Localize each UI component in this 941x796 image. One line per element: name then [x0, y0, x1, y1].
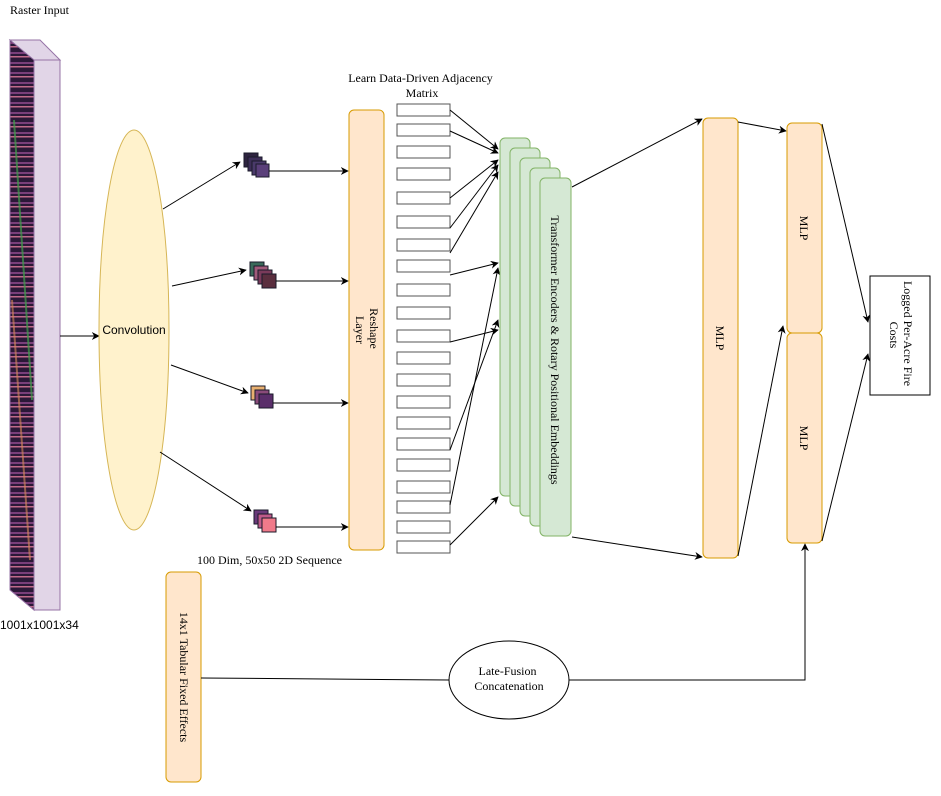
conv-to-fmap2-arrow [171, 267, 247, 287]
output-line1: Logged Per-Acre Fire [901, 281, 915, 386]
tabular-label: 14x1 Tabular Fixed Effects [177, 612, 191, 743]
sequence-token [396, 191, 451, 205]
mlp-main-label: MLP [713, 326, 727, 351]
tabular-box [165, 571, 202, 783]
transformer-to-mlp-top-arrow [571, 118, 703, 188]
sequence-token [396, 123, 451, 137]
feature-map-2 [249, 261, 277, 289]
sequence-token [396, 458, 451, 472]
convolution-ellipse [98, 129, 170, 531]
output-line2: Costs [887, 322, 901, 349]
mlp-main-to-mlp-bottom-arrow [737, 325, 786, 557]
fusion-line2: Concatenation [474, 679, 543, 693]
output-box [869, 275, 931, 396]
sequence-token [396, 238, 451, 252]
sequence-token [396, 480, 451, 494]
output-label: Logged Per-Acre Fire Costs [887, 281, 915, 389]
sequence-token [396, 167, 451, 181]
transformer-label: Transformer Encoders & Rotary Positional… [548, 215, 562, 485]
sequence-token [396, 283, 451, 297]
mlp-main-box [702, 117, 739, 559]
sequence-token [396, 329, 451, 343]
reshape-layer-label: Reshape Layer [353, 308, 381, 352]
transformer-to-mlp-bottom-arrow [571, 536, 703, 560]
adjacency-line2: Matrix [406, 86, 439, 100]
sequence-token [396, 500, 451, 514]
token-to-transformer-arrows [449, 109, 501, 546]
sequence-token [396, 215, 451, 229]
mlp-bottom-box [786, 332, 823, 544]
fusion-to-mlp-bottom-arrow [569, 543, 809, 681]
conv-to-fmap3-arrow [170, 364, 249, 395]
sequence-caption: 100 Dim, 50x50 2D Sequence [197, 553, 342, 567]
reshape-layer-box [348, 109, 385, 551]
mlp-main-to-mlp-top-arrow [737, 121, 787, 134]
mlp-bottom-label: MLP [797, 426, 811, 451]
adjacency-title: Learn Data-Driven Adjacency Matrix [348, 71, 496, 100]
sequence-token [396, 540, 451, 554]
sequence-token-column [396, 103, 451, 554]
raster-dims-label: 1001x1001x34 [0, 618, 79, 632]
feature-map-3 [250, 385, 274, 409]
sequence-token [396, 103, 451, 117]
transformer-stack [499, 137, 572, 537]
feature-map-4 [253, 509, 277, 533]
conv-to-fmap1-arrow [162, 161, 241, 210]
sequence-token [396, 373, 451, 387]
sequence-token [396, 351, 451, 365]
fusion-label: Late-Fusion Concatenation [474, 664, 543, 693]
sequence-token [396, 306, 451, 320]
fusion-line1: Late-Fusion [479, 664, 537, 678]
sequence-token [396, 145, 451, 159]
sequence-token [396, 520, 451, 534]
adjacency-line1: Learn Data-Driven Adjacency [348, 71, 493, 85]
conv-to-fmap4-arrow [159, 451, 252, 512]
sequence-token [396, 259, 451, 273]
sequence-token [396, 395, 451, 409]
reshape-line1: Reshape [367, 308, 381, 349]
sequence-token [396, 437, 451, 451]
mlp-top-label: MLP [797, 216, 811, 241]
tabular-to-fusion-line [200, 677, 450, 681]
mlp-top-to-output-arrow [821, 123, 871, 323]
reshape-line2: Layer [353, 316, 367, 344]
sequence-token [396, 416, 451, 430]
raster-input-title: Raster Input [10, 3, 70, 17]
mlp-bottom-to-output-arrow [821, 353, 871, 542]
convolution-label: Convolution [102, 323, 165, 337]
raster-input-block [8, 38, 62, 612]
feature-map-1 [243, 152, 270, 178]
